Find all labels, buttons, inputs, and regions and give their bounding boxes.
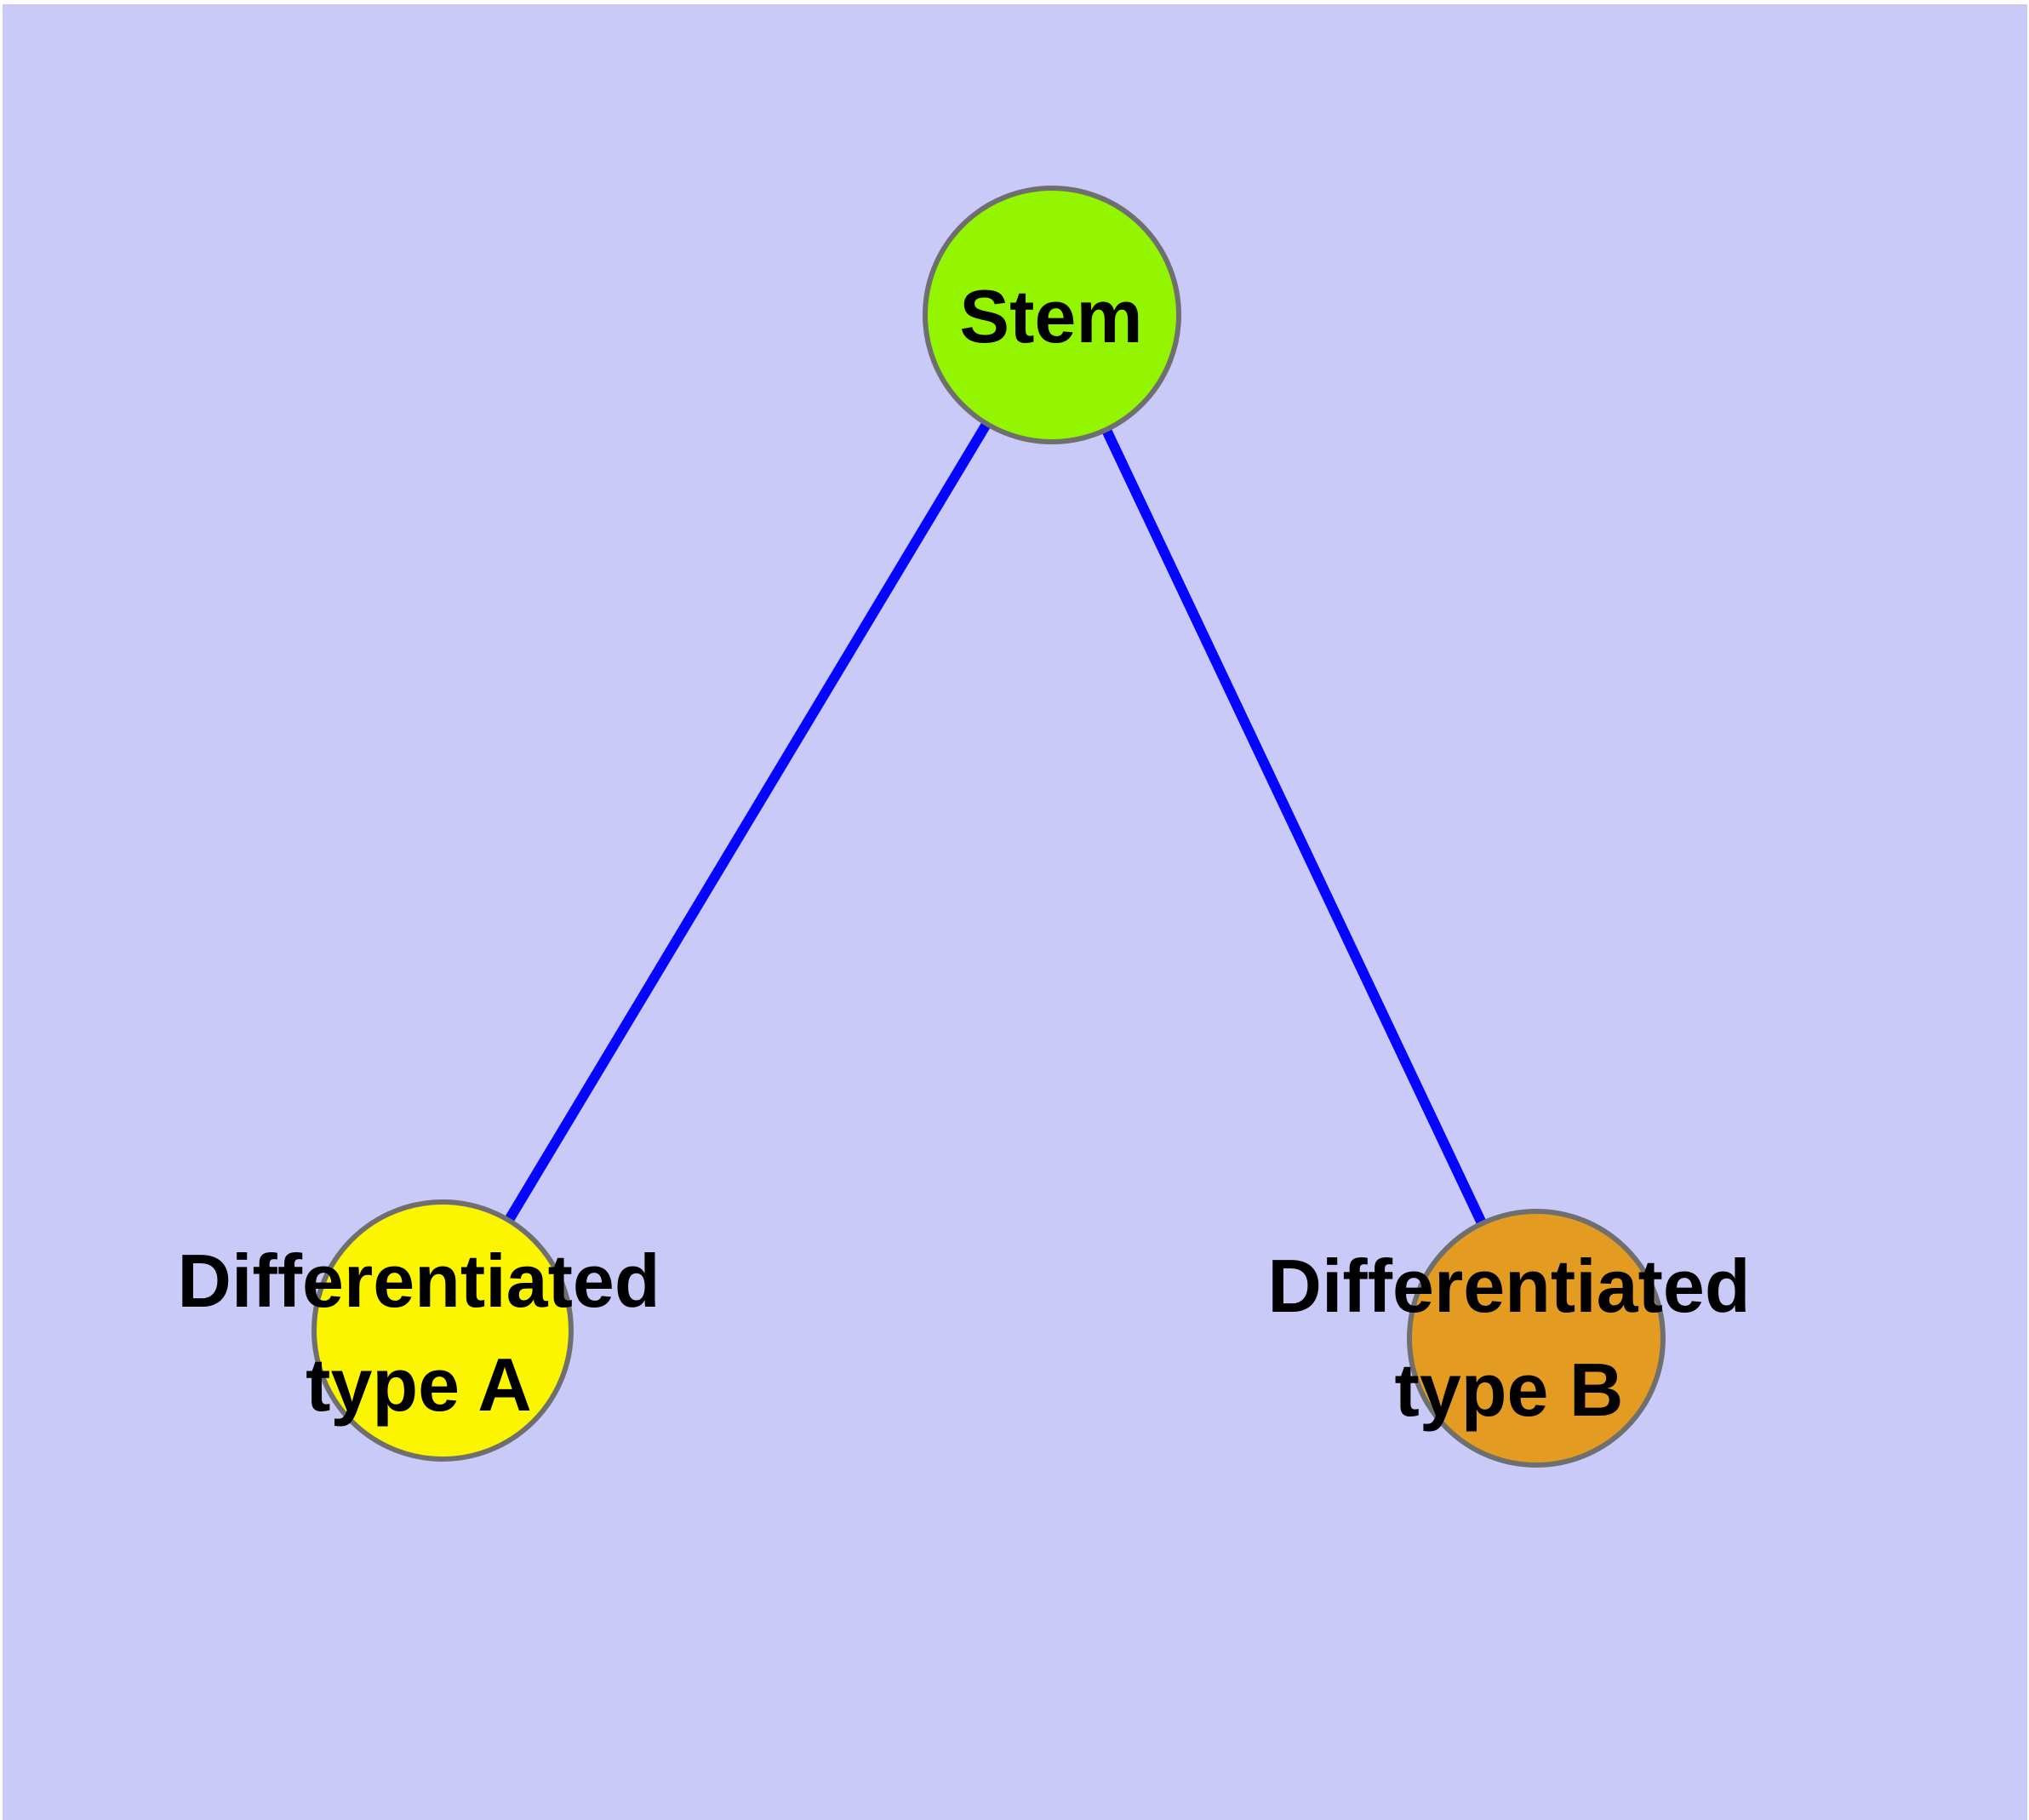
label-line: Differentiated bbox=[1267, 1244, 1751, 1328]
label-line: Stem bbox=[959, 274, 1143, 358]
node-label-differentiated-type-b: Differentiated type B bbox=[1267, 1234, 1750, 1442]
node-differentiated-type-b-circle bbox=[1407, 1209, 1666, 1468]
edge-stem-to-type-b bbox=[1047, 312, 1541, 1341]
node-stem-circle bbox=[923, 186, 1181, 444]
edge-stem-to-type-a bbox=[437, 312, 1057, 1334]
node-differentiated-type-a-circle bbox=[311, 1199, 574, 1462]
node-label-differentiated-type-a: Differentiated type A bbox=[177, 1229, 660, 1437]
label-line: Differentiated bbox=[177, 1239, 660, 1323]
label-line: type B bbox=[1394, 1348, 1624, 1432]
label-line: type A bbox=[306, 1342, 532, 1427]
node-label-stem: Stem bbox=[959, 265, 1142, 369]
